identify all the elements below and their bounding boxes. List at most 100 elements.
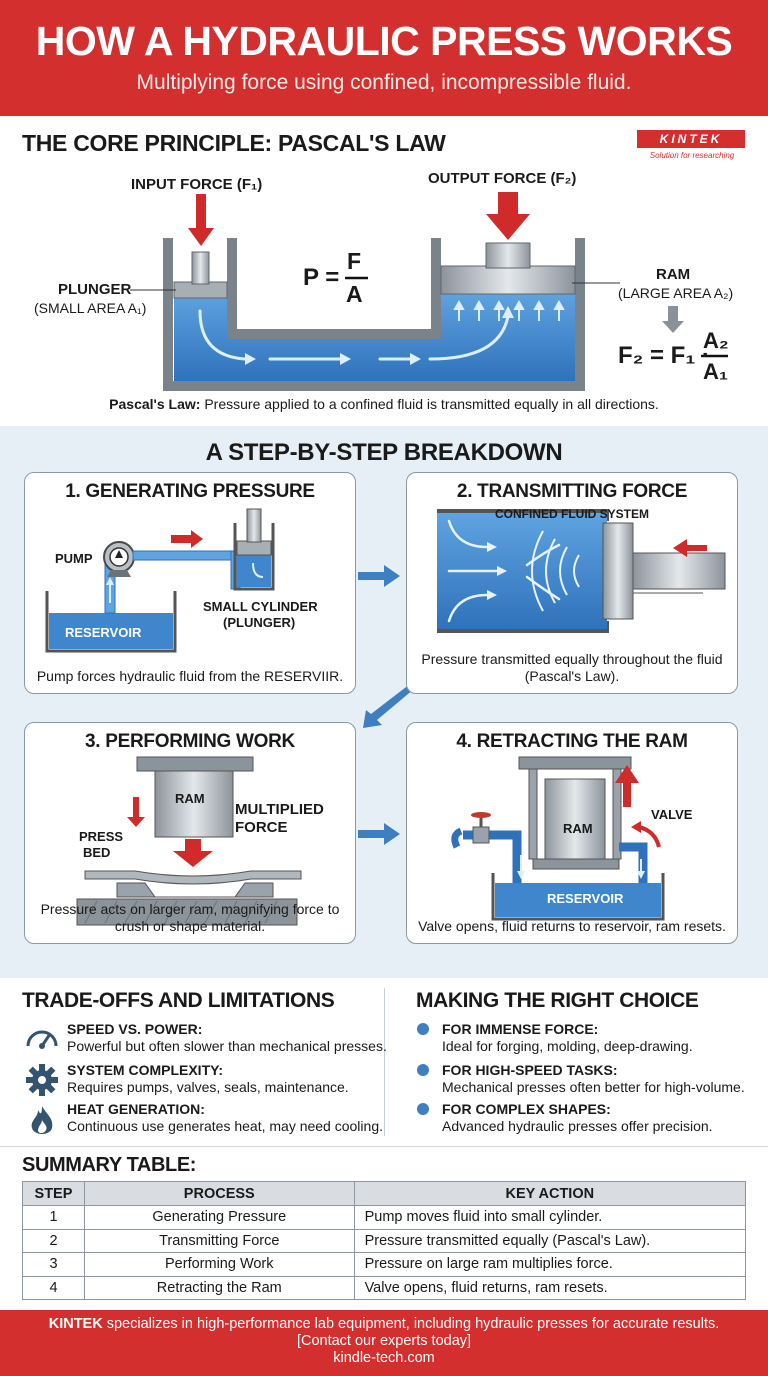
website-link[interactable]: kindle-tech.com <box>333 1350 435 1366</box>
formula-a1: A₁ <box>703 359 728 384</box>
tradeoff-3-desc: Continuous use generates heat, may need … <box>67 1118 383 1134</box>
step1-illustration <box>45 508 275 653</box>
logo-tagline: Solution for researching <box>649 151 735 160</box>
step1-title: 1. GENERATING PRESSURE <box>65 481 315 502</box>
cell-key-action: Pressure on large ram multiplies force. <box>353 1252 747 1277</box>
arrow-step3-to-4 <box>358 823 400 845</box>
step3-illustration <box>76 756 302 926</box>
step-card-2: 2. TRANSMITTING FORCE CONFINED FLUID SYS… <box>406 472 738 694</box>
ram-piston <box>440 265 576 295</box>
choice-2-head: FOR HIGH-SPEED TASKS: <box>442 1062 618 1078</box>
summary-title: SUMMARY TABLE: <box>22 1154 197 1176</box>
table-row: 3 Performing Work Pressure on large ram … <box>22 1252 747 1277</box>
formula-f2: F₂ = F₁ · <box>618 342 710 369</box>
choice-bullet-2 <box>417 1064 429 1076</box>
table-row: 1 Generating Pressure Pump moves fluid i… <box>22 1205 747 1230</box>
tradeoffs-title: TRADE-OFFS AND LIMITATIONS <box>22 989 335 1012</box>
ram-label: RAM <box>656 266 691 283</box>
cell-step: 4 <box>22 1275 85 1300</box>
footer-banner: KINTEK specializes in high-performance l… <box>0 1310 768 1376</box>
choice-title: MAKING THE RIGHT CHOICE <box>416 989 699 1012</box>
step4-illustration <box>451 756 665 921</box>
confined-fluid-label: CONFINED FLUID SYSTEM <box>495 507 650 521</box>
footer-text: specializes in high-performance lab equi… <box>102 1316 720 1332</box>
table-header-row: STEP PROCESS KEY ACTION <box>22 1181 747 1206</box>
ram-rod <box>485 242 531 269</box>
cell-process: Retracting the Ram <box>83 1275 355 1300</box>
bed-label: BED <box>83 845 111 860</box>
tradeoff-1-desc: Powerful but often slower than mechanica… <box>67 1038 387 1054</box>
step-card-1: 1. GENERATING PRESSURE PUMP RESERVOIR SM… <box>24 472 356 694</box>
arrow-step2-to-3 <box>363 684 414 728</box>
pascal-law-term: Pascal's Law: <box>109 396 201 412</box>
gray-down-arrow <box>662 306 684 333</box>
column-divider <box>384 988 385 1136</box>
flame-icon <box>31 1106 53 1134</box>
choice-3-head: FOR COMPLEX SHAPES: <box>442 1101 611 1117</box>
pump-label: PUMP <box>55 551 93 566</box>
speedometer-icon <box>26 1030 58 1049</box>
step2-caption: Pressure transmitted equally throughout … <box>421 651 723 684</box>
cell-step: 1 <box>22 1205 85 1230</box>
step3-ram-label: RAM <box>175 791 205 806</box>
step4-caption: Valve opens, fluid returns to reservoir,… <box>418 918 726 934</box>
pascal-law-diagram <box>130 192 728 391</box>
header-step: STEP <box>22 1181 85 1206</box>
step2-title: 2. TRANSMITTING FORCE <box>456 481 688 502</box>
plunger-label: PLUNGER <box>58 281 132 298</box>
output-force-label: OUTPUT FORCE (F₂) <box>428 170 577 187</box>
choice-bullet-3 <box>417 1103 429 1115</box>
pascal-law-caption: Pascal's Law: Pressure applied to a conf… <box>0 396 768 412</box>
page-title: HOW A HYDRAULIC PRESS WORKS <box>35 18 733 64</box>
choice-2-desc: Mechanical presses often better for high… <box>442 1079 745 1095</box>
cell-key-action: Valve opens, fluid returns, ram resets. <box>353 1275 747 1300</box>
plunger-sub-label: (PLUNGER) <box>223 615 296 630</box>
table-row: 4 Retracting the Ram Valve opens, fluid … <box>22 1275 747 1300</box>
table-row: 2 Transmitting Force Pressure transmitte… <box>22 1228 747 1253</box>
pascal-law-text: Pressure applied to a confined fluid is … <box>200 396 659 412</box>
tradeoff-1-head: SPEED VS. POWER: <box>67 1021 203 1037</box>
page-subtitle: Multiplying force using confined, incomp… <box>136 71 632 94</box>
steps-section: A STEP-BY-STEP BREAKDOWN <box>0 426 768 978</box>
summary-table: STEP PROCESS KEY ACTION 1 Generating Pre… <box>22 1181 747 1300</box>
footer-brand: KINTEK <box>48 1316 103 1332</box>
step3-title: 3. PERFORMING WORK <box>85 731 295 752</box>
choice-1-head: FOR IMMENSE FORCE: <box>442 1021 599 1037</box>
tradeoffs-and-choice-section: TRADE-OFFS AND LIMITATIONS MAKING THE RI… <box>0 978 768 1146</box>
header-banner: HOW A HYDRAULIC PRESS WORKS Multiplying … <box>0 0 768 116</box>
gear-icon <box>26 1064 58 1096</box>
contact-link[interactable]: [Contact our experts today] <box>296 1333 472 1349</box>
cell-step: 2 <box>22 1228 85 1253</box>
header-key-action: KEY ACTION <box>353 1181 747 1206</box>
step4-ram-label: RAM <box>563 821 593 836</box>
kintek-logo: KINTEK Solution for researching <box>637 130 747 166</box>
valve-label: VALVE <box>651 807 693 822</box>
step1-caption: Pump forces hydraulic fluid from the RES… <box>36 668 344 684</box>
force-label: FORCE <box>235 819 288 836</box>
tradeoff-2-desc: Requires pumps, valves, seals, maintenan… <box>67 1079 349 1095</box>
input-force-label: INPUT FORCE (F₁) <box>131 176 263 193</box>
summary-section: SUMMARY TABLE: STEP PROCESS KEY ACTION 1… <box>0 1146 768 1310</box>
logo-wordmark: KINTEK <box>637 130 745 148</box>
step4-reservoir-label: RESERVOIR <box>547 891 624 906</box>
small-cylinder-label: SMALL CYLINDER <box>203 599 318 614</box>
step-connectors <box>358 565 414 845</box>
reservoir-label: RESERVOIR <box>65 625 142 640</box>
input-force-arrow <box>188 194 214 246</box>
plunger-area-label: (SMALL AREA A₁) <box>34 300 147 316</box>
cell-key-action: Pressure transmitted equally (Pascal's L… <box>353 1228 747 1253</box>
footer-line-1: KINTEK specializes in high-performance l… <box>0 1316 768 1333</box>
cell-key-action: Pump moves fluid into small cylinder. <box>353 1205 747 1230</box>
arrow-step1-to-2 <box>358 565 400 587</box>
output-force-arrow <box>486 192 530 240</box>
cell-step: 3 <box>22 1252 85 1277</box>
steps-section-title: A STEP-BY-STEP BREAKDOWN <box>205 439 563 466</box>
step3-caption: Pressure acts on larger ram, magnifying … <box>40 901 340 934</box>
plunger-rod <box>191 251 210 285</box>
multiplied-label: MULTIPLIED <box>235 801 324 818</box>
step2-illustration <box>437 509 726 633</box>
step-card-3: 3. PERFORMING WORK RAM MULTIPLIED FORCE … <box>24 722 356 944</box>
formula-a2: A₂ <box>703 328 729 353</box>
press-label: PRESS <box>79 829 124 844</box>
formula-denominator: A <box>346 281 363 307</box>
